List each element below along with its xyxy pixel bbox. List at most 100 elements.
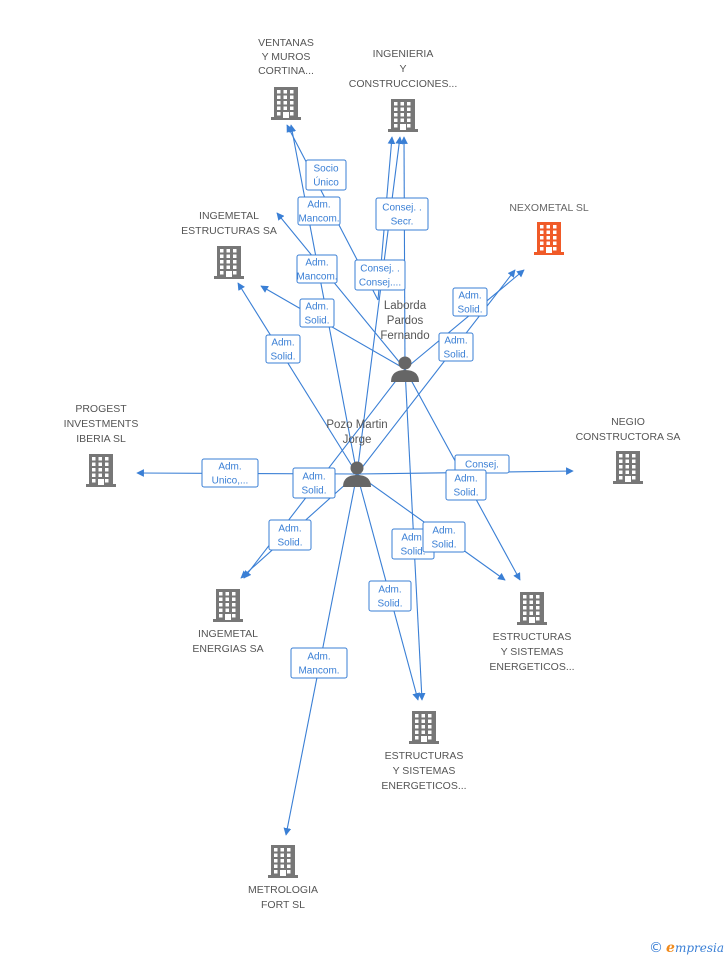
- company-name-line: ESTRUCTURAS: [493, 631, 572, 643]
- company-name-line: Y: [399, 63, 406, 75]
- relationship-edge: [276, 212, 406, 370]
- company-name-line: ENERGETICOS...: [381, 780, 466, 792]
- company-name-line: METROLOGIA: [248, 884, 318, 896]
- company-name-line: INGEMETAL: [198, 628, 258, 640]
- edge-label-box: [268, 519, 312, 551]
- company-node-ingenieria[interactable]: INGENIERIAYCONSTRUCCIONES...: [349, 48, 458, 132]
- edge-label[interactable]: Adm.Solid.: [422, 521, 466, 553]
- edge-label-text: Mancom.: [296, 272, 337, 283]
- edge-label-text: Solid.: [277, 538, 302, 549]
- edge-label-box: [296, 254, 338, 284]
- edge-label-text: Consej.: [465, 460, 499, 471]
- building-icon: [409, 711, 439, 744]
- edge-label[interactable]: Adm.Solid.: [265, 334, 301, 364]
- person-icon: [391, 356, 419, 382]
- edge-label-text: Adm.: [432, 526, 455, 537]
- relationship-edge: [237, 282, 358, 475]
- edge-label-text: Adm.: [401, 533, 424, 544]
- edge-label[interactable]: Adm. Solid.: [292, 467, 336, 499]
- edge-label-text: Adm.: [378, 585, 401, 596]
- company-name-line: VENTANAS: [258, 37, 314, 49]
- edge-label-box: [368, 580, 412, 612]
- edge-label-text: Adm.: [302, 472, 325, 483]
- relationship-edge: [356, 269, 516, 475]
- copyright-symbol: ©: [649, 940, 664, 956]
- edge-label-box: [422, 521, 466, 553]
- edge-label-box: [265, 334, 301, 364]
- building-icon: [271, 87, 301, 120]
- edge-label-text: Secr.: [391, 217, 414, 228]
- building-icon: [534, 222, 564, 255]
- edge-label-text: Consej. .: [382, 203, 421, 214]
- edge-label-text: Solid.: [270, 352, 295, 363]
- edge-label[interactable]: Adm. Solid.: [299, 298, 335, 328]
- edge-label[interactable]: Adm.Solid.: [438, 332, 474, 362]
- edge-label-text: Adm.: [305, 302, 328, 313]
- edge-label-box: [292, 467, 336, 499]
- company-node-nexometal[interactable]: NEXOMETAL SL: [509, 202, 589, 255]
- company-node-ingemetal_ene[interactable]: INGEMETAL ENERGIAS SA: [192, 589, 264, 655]
- edge-label-text: Solid.: [301, 486, 326, 497]
- edge-label-text: Único: [313, 176, 339, 189]
- company-name-line: Y SISTEMAS: [501, 646, 564, 658]
- relationship-edge: [356, 136, 403, 475]
- edge-label[interactable]: Adm.Solid.: [452, 287, 488, 317]
- edge-label[interactable]: Consej. .Consej....: [354, 259, 406, 291]
- edge-label-box: [299, 298, 335, 328]
- company-node-metrologia[interactable]: METROLOGIA FORT SL: [248, 845, 318, 911]
- edge-label-text: Adm.: [278, 524, 301, 535]
- edge-label-text: Mancom.: [298, 214, 339, 225]
- company-name-line: FORT SL: [261, 899, 305, 911]
- company-name-line: ESTRUCTURAS: [385, 750, 464, 762]
- company-name-line: INVESTMENTS: [64, 418, 139, 430]
- edge-label[interactable]: Adm. Mancom.: [296, 254, 338, 284]
- company-name-line: Y MUROS: [262, 51, 311, 63]
- person-icon: [343, 461, 371, 487]
- building-icon: [86, 454, 116, 487]
- company-name-line: PROGEST: [75, 403, 127, 415]
- company-name-line: ENERGIAS SA: [192, 643, 263, 655]
- building-icon: [517, 592, 547, 625]
- edge-label-text: Consej....: [359, 278, 401, 289]
- edge-label[interactable]: Adm.Solid.: [368, 580, 412, 612]
- company-node-progest[interactable]: PROGEST INVESTMENTS IBERIA SL: [64, 403, 139, 487]
- person-name-line: Laborda: [384, 300, 427, 312]
- brand-logo: ©empresia: [649, 940, 724, 956]
- edge-label-text: Solid.: [400, 547, 425, 558]
- edge-label[interactable]: Adm. Solid.: [268, 519, 312, 551]
- relationship-edge: [404, 269, 525, 370]
- company-name-line: INGEMETAL: [199, 210, 259, 222]
- company-name-line: INGENIERIA: [373, 48, 434, 60]
- edge-label-text: Adm.: [305, 258, 328, 269]
- person-name-line: Jorge: [343, 434, 372, 446]
- edge-label-text: Adm.: [458, 291, 481, 302]
- edge-label[interactable]: Adm.Unico,...: [201, 458, 259, 488]
- building-icon: [214, 246, 244, 279]
- company-name-line: CONSTRUCTORA SA: [576, 431, 681, 443]
- edge-label[interactable]: Adm.Mancom.: [290, 647, 348, 679]
- edge-label-box: [354, 259, 406, 291]
- edge-label-text: Solid.: [453, 488, 478, 499]
- edge-label-text: Unico,...: [212, 476, 249, 487]
- company-name-line: IBERIA SL: [76, 433, 126, 445]
- building-icon: [388, 99, 418, 132]
- brand-initial: e: [666, 940, 675, 956]
- edge-label-text: Socio: [313, 164, 338, 175]
- edge-label[interactable]: Adm. Mancom.: [297, 196, 341, 226]
- edge-label[interactable]: Adm. Solid.: [445, 469, 487, 501]
- edge-label-text: Adm.: [454, 474, 477, 485]
- edge-label[interactable]: Consej. . Secr.: [375, 197, 429, 231]
- edge-label-text: Solid.: [304, 316, 329, 327]
- edge-label-text: Adm.: [307, 200, 330, 211]
- edge-label-box: [445, 469, 487, 501]
- edge-label-box: [290, 647, 348, 679]
